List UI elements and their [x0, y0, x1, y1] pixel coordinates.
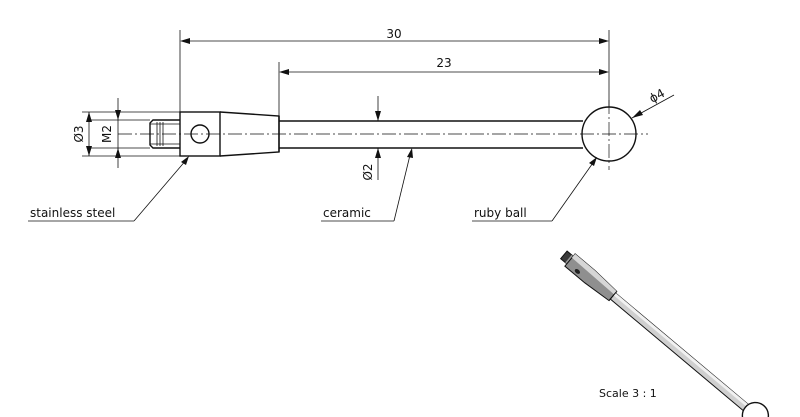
- cross-hole: [190, 124, 210, 144]
- label-text-ruby: ruby ball: [474, 206, 527, 220]
- dim-text-23: 23: [436, 56, 451, 70]
- label-ceramic: ceramic: [321, 148, 413, 222]
- stylus-isometric-view: [559, 250, 770, 417]
- label-ruby-ball: ruby ball: [472, 157, 597, 222]
- dim-text-30: 30: [386, 27, 401, 41]
- dim-ball-diameter: ϕ4: [631, 86, 675, 119]
- scale-note: Scale 3 : 1: [599, 387, 657, 400]
- label-stainless-steel: stainless steel: [28, 156, 189, 222]
- dim-body-thread: Ø3 M2: [72, 98, 180, 168]
- dim-text-thread: M2: [100, 125, 114, 143]
- dim-overall-length: 30: [179, 27, 610, 112]
- ceramic-stem: [278, 116, 583, 152]
- thread-end: [149, 119, 180, 149]
- stylus-side-view: [118, 100, 648, 170]
- dim-stem-length: 23: [278, 56, 609, 116]
- dim-text-stem: Ø2: [361, 163, 375, 180]
- dim-text-body: Ø3: [72, 125, 86, 142]
- dim-text-ball: ϕ4: [647, 86, 667, 106]
- label-text-ceramic: ceramic: [323, 206, 371, 220]
- dim-stem-diameter: Ø2: [361, 96, 381, 181]
- label-text-steel: stainless steel: [30, 206, 115, 220]
